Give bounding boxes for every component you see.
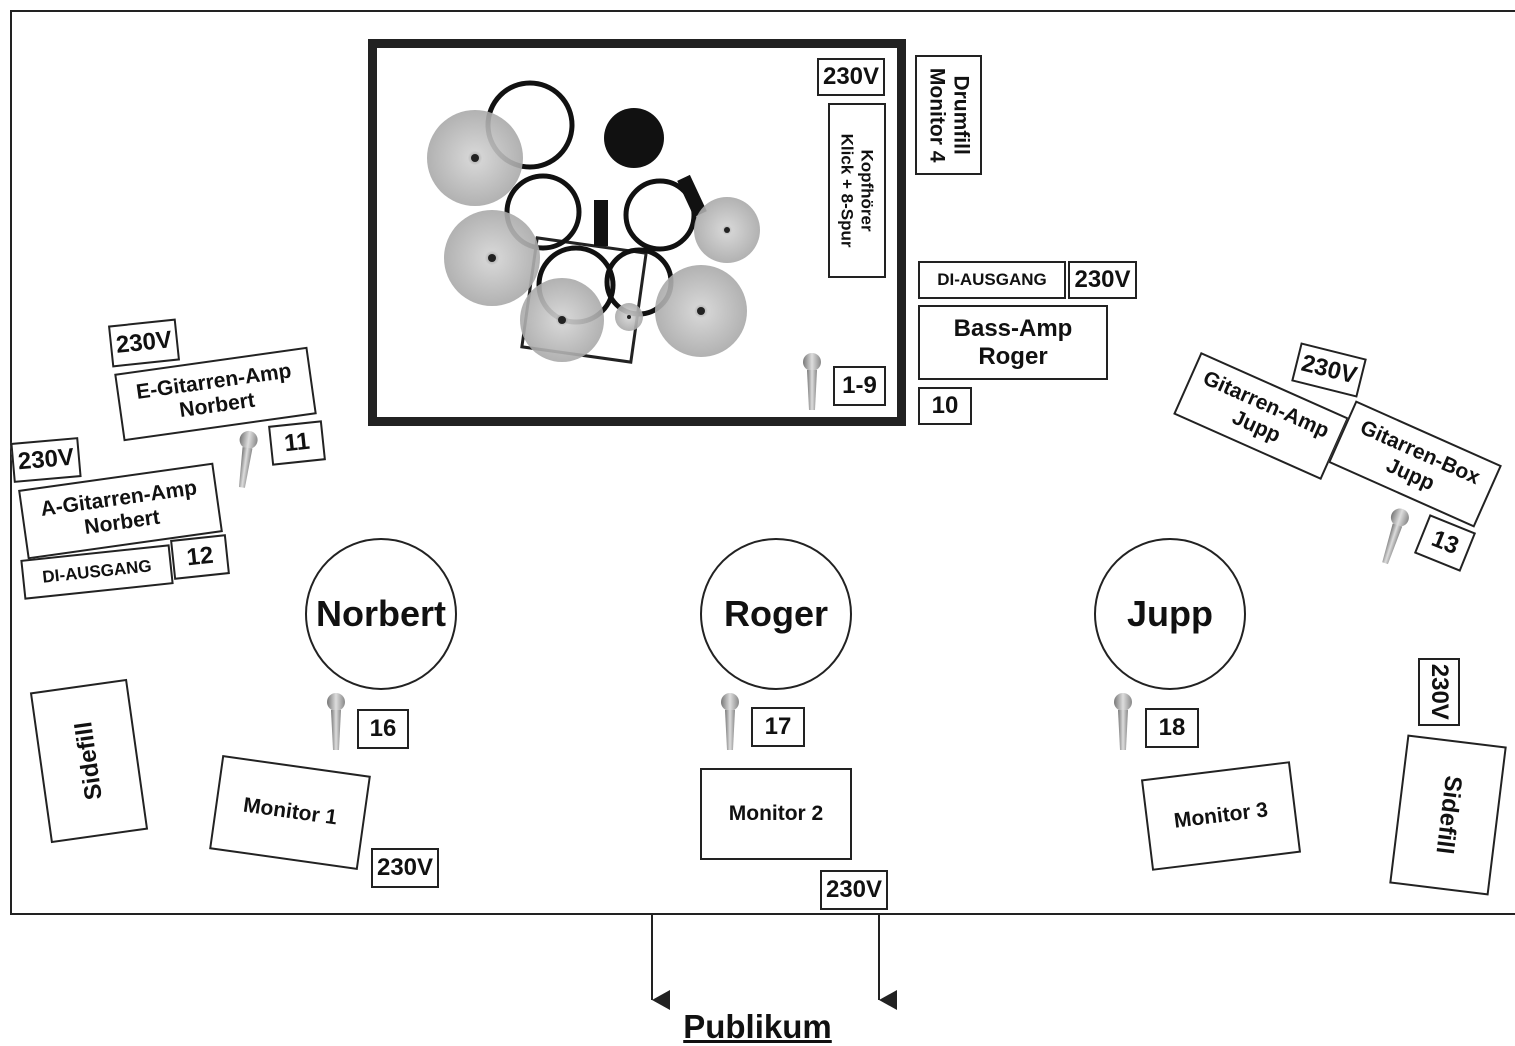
bass-power: 230V [1068, 261, 1137, 299]
drum-icon [504, 173, 582, 251]
pedal-icon [594, 200, 608, 246]
headphones-label: Kopfhörer Klick + 8-Spur [828, 103, 886, 278]
microphone-icon [1114, 693, 1132, 750]
sidefill-right: Sidefill [1389, 734, 1507, 896]
stage-area [10, 10, 1515, 915]
microphone-icon [1382, 508, 1409, 565]
agit-channel: 12 [170, 534, 230, 580]
sidefill-right-power: 230V [1418, 658, 1460, 726]
drum-riser [368, 39, 906, 426]
monitor-1-power: 230V [371, 848, 439, 888]
bass-amp: Bass-Amp Roger [918, 305, 1108, 380]
microphone-icon [721, 693, 739, 750]
roger-channel: 17 [751, 707, 805, 747]
egit-channel: 11 [268, 420, 326, 466]
egit-power: 230V [107, 318, 181, 368]
drumfill-monitor: Drumfill Monitor 4 [915, 55, 982, 175]
norbert-channel: 16 [357, 709, 409, 749]
agit-power: 230V [10, 437, 82, 483]
pedal-icon [677, 174, 707, 218]
microphone-icon [803, 353, 821, 410]
monitor-2: Monitor 2 [700, 768, 852, 860]
sidefill-left: Sidefill [29, 678, 149, 844]
monitor-3: Monitor 3 [1140, 761, 1302, 871]
drum-channels: 1-9 [833, 366, 886, 406]
drum-icon [604, 108, 664, 168]
bass-di-output: DI-AUSGANG [918, 261, 1066, 299]
monitor-2-power: 230V [820, 870, 888, 910]
bass-channel: 10 [918, 387, 972, 425]
player-norbert: Norbert [305, 538, 457, 690]
drum-kit [427, 80, 760, 364]
audience-label: Publikum [683, 1008, 832, 1045]
microphone-icon [327, 693, 345, 750]
microphone-icon [238, 430, 258, 488]
jupp-channel-vocal: 18 [1145, 708, 1199, 748]
player-jupp: Jupp [1094, 538, 1246, 690]
drum-power: 230V [817, 58, 885, 96]
player-roger: Roger [700, 538, 852, 690]
